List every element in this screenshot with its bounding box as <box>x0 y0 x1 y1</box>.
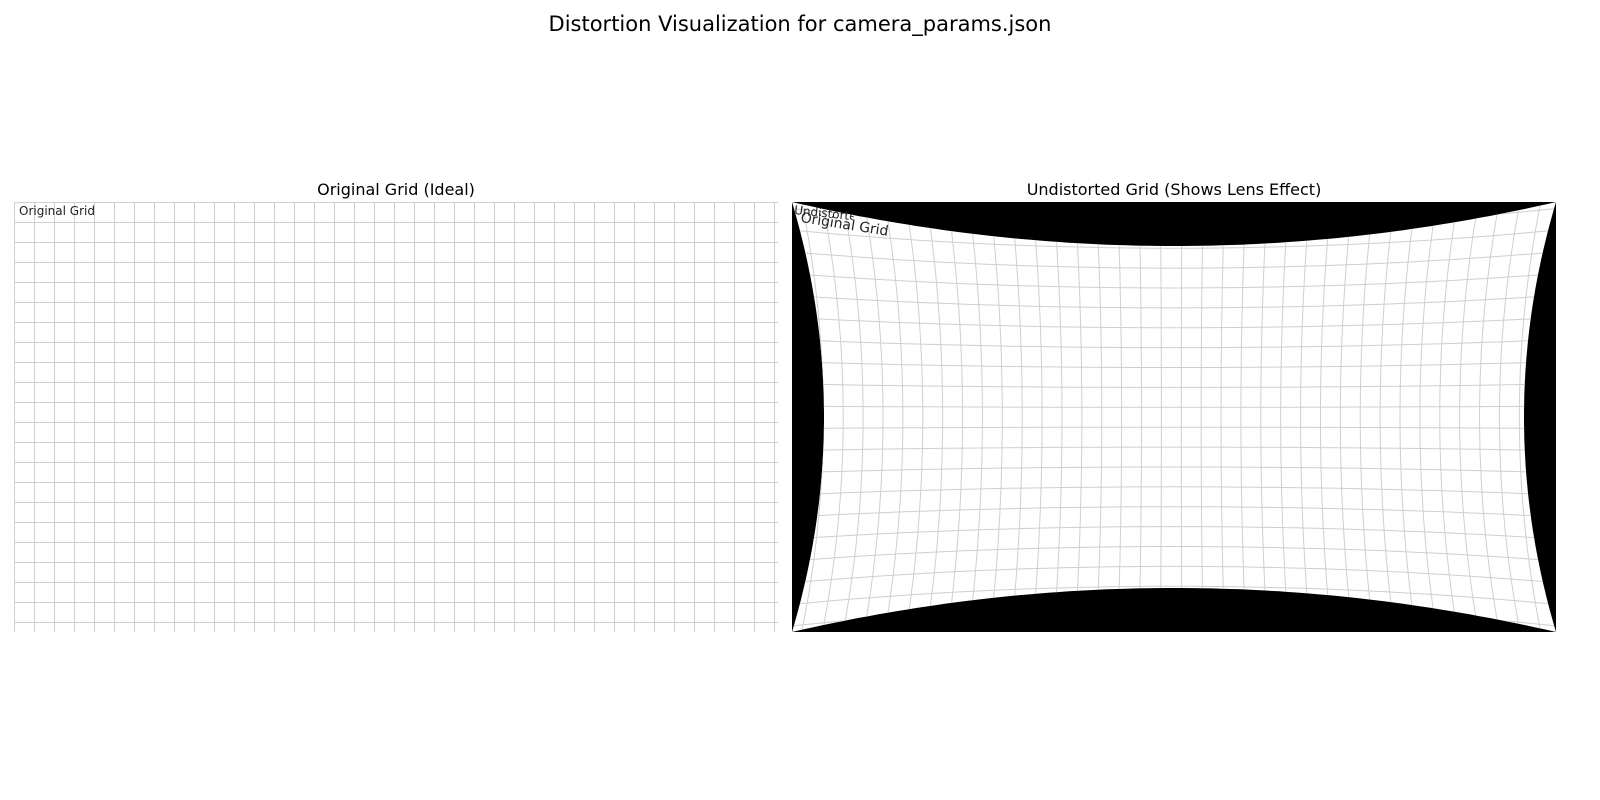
warped-grid-line-vertical <box>1260 202 1270 632</box>
warped-grid-line-vertical <box>875 202 904 632</box>
warped-grid-line-horizontal <box>792 486 1556 497</box>
original-grid-image <box>14 202 778 632</box>
warped-grid-line-horizontal <box>792 506 1556 520</box>
warped-grid-line-horizontal <box>792 225 1556 249</box>
warped-grid-line-vertical <box>1320 202 1336 632</box>
warped-grid-line-vertical <box>1028 202 1043 632</box>
warped-grid-line-horizontal <box>792 526 1556 542</box>
warped-grid-line-vertical <box>1094 202 1103 632</box>
original-grid-title: Original Grid (Ideal) <box>317 180 475 199</box>
warped-grid-line-horizontal <box>792 292 1556 309</box>
warped-grid-line-vertical <box>1137 202 1142 632</box>
warped-grid-line-vertical <box>919 202 944 632</box>
warped-grid-line-horizontal <box>792 247 1556 269</box>
warped-grid-line-vertical <box>1359 202 1380 632</box>
warped-grid-line-vertical <box>1006 202 1023 632</box>
warped-grid-line-vertical <box>1399 202 1423 632</box>
warped-grid-line-vertical <box>1180 202 1183 632</box>
warped-grid-line-horizontal <box>792 605 1556 632</box>
warped-grid-line-horizontal <box>792 466 1556 475</box>
warped-grid-line-vertical <box>1050 202 1063 632</box>
warped-grid-line-horizontal <box>792 270 1556 289</box>
warped-grid-line-vertical <box>1459 202 1489 632</box>
warped-grid-line-horizontal <box>792 426 1556 430</box>
warped-grid-line-vertical <box>1240 202 1248 632</box>
warped-grid-line-horizontal <box>792 565 1556 587</box>
warped-grid-line-vertical <box>1072 202 1083 632</box>
warped-grid-line-vertical <box>853 202 884 632</box>
warped-grid-line-vertical <box>1379 202 1401 632</box>
warped-grid-line-vertical <box>1498 202 1532 632</box>
undistorted-grid-title: Undistorted Grid (Shows Lens Effect) <box>1026 180 1322 199</box>
warped-grid-line-horizontal <box>792 405 1556 408</box>
warped-grid-line-vertical <box>1200 202 1205 632</box>
original-grid-label: Original Grid <box>19 204 95 218</box>
warped-grid-line-horizontal <box>792 625 1556 632</box>
warped-grid-line-vertical <box>810 202 844 632</box>
warped-grid-line-vertical <box>1419 202 1445 632</box>
warped-grid-line-vertical <box>897 202 924 632</box>
warped-grid-line-vertical <box>1280 202 1292 632</box>
warped-grid-line-horizontal <box>792 382 1556 388</box>
warped-grid-line-vertical <box>1518 202 1554 632</box>
warped-grid-line-vertical <box>832 202 864 632</box>
warped-grid-line-vertical <box>1116 202 1123 632</box>
warped-grid-line-vertical <box>1300 202 1314 632</box>
warped-grid-line-vertical <box>792 202 805 632</box>
figure-title: Distortion Visualization for camera_para… <box>548 12 1052 36</box>
warped-grid-line-vertical <box>1478 202 1511 632</box>
warped-grid-line-horizontal <box>792 360 1556 368</box>
warped-grid-line-vertical <box>1339 202 1358 632</box>
warped-grid-line-horizontal <box>792 202 1556 210</box>
warped-grid-line-horizontal <box>792 446 1556 452</box>
warped-grid-line-vertical <box>963 202 983 632</box>
valid-image-region <box>792 202 1556 632</box>
original-grid-panel: Original Grid <box>14 202 778 632</box>
warped-grid-line-horizontal <box>792 546 1556 565</box>
warped-grid-line-vertical <box>1220 202 1227 632</box>
warped-grid-line-horizontal <box>792 337 1556 349</box>
warped-grid-line-vertical <box>1439 202 1467 632</box>
warped-grid-line-vertical <box>984 202 1003 632</box>
warped-grid-line-vertical <box>941 202 963 632</box>
warped-grid-line-vertical <box>1538 202 1556 632</box>
warped-grid-line-horizontal <box>792 315 1556 329</box>
undistorted-grid-panel: Undistorted Original Grid <box>792 202 1556 632</box>
warped-grid-line-horizontal <box>792 585 1556 610</box>
undistorted-grid-image <box>792 202 1556 632</box>
warped-grid-line-vertical <box>1159 202 1162 632</box>
